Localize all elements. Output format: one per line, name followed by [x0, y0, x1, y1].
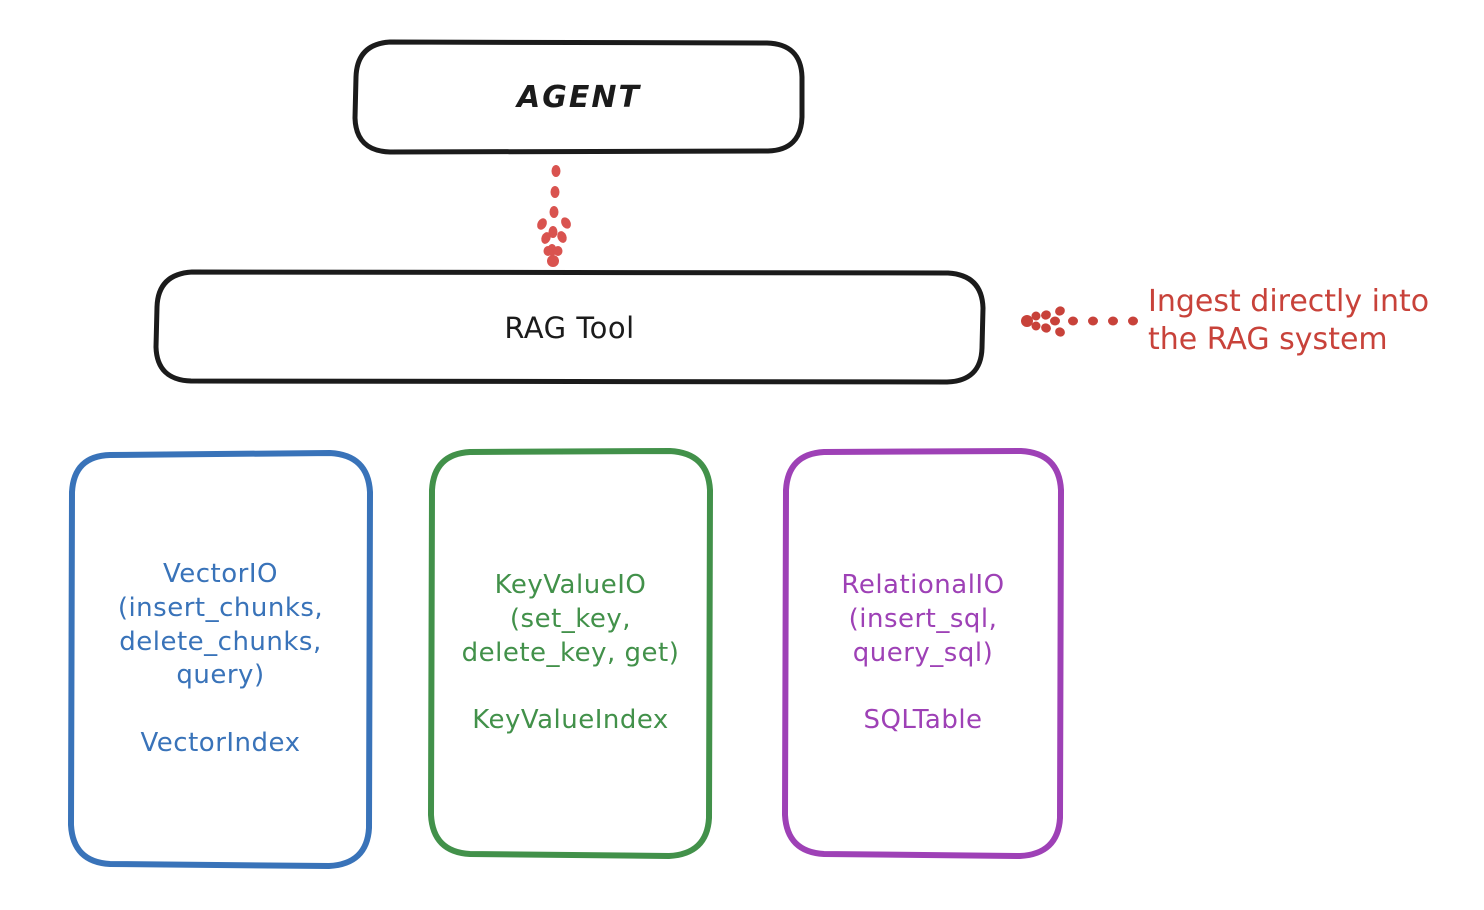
- keyvalue-io-api-label: KeyValueIO (set_key, delete_key, get): [461, 569, 680, 668]
- vector-io-node[interactable]: VectorIO (insert_chunks, delete_chunks, …: [71, 453, 370, 866]
- vector-index-label: VectorIndex: [140, 728, 301, 759]
- agent-to-rag-connector: [537, 165, 571, 267]
- keyvalue-index-label: KeyValueIndex: [472, 705, 669, 736]
- annotation-to-rag-connector: [1021, 306, 1138, 337]
- relational-io-api-label: RelationalIO (insert_sql, query_sql): [841, 569, 1005, 668]
- rag-tool-node[interactable]: RAG Tool: [155, 272, 984, 383]
- keyvalue-io-node[interactable]: KeyValueIO (set_key, delete_key, get) Ke…: [431, 451, 710, 856]
- agent-label: AGENT: [517, 80, 641, 115]
- rag-tool-label: RAG Tool: [504, 310, 635, 345]
- relational-io-node[interactable]: RelationalIO (insert_sql, query_sql) SQL…: [785, 451, 1061, 856]
- vector-io-api-label: VectorIO (insert_chunks, delete_chunks, …: [117, 559, 324, 691]
- ingest-annotation: Ingest directly into the RAG system: [1148, 284, 1430, 358]
- agent-node[interactable]: AGENT: [355, 42, 803, 153]
- relational-table-label: SQLTable: [863, 705, 983, 736]
